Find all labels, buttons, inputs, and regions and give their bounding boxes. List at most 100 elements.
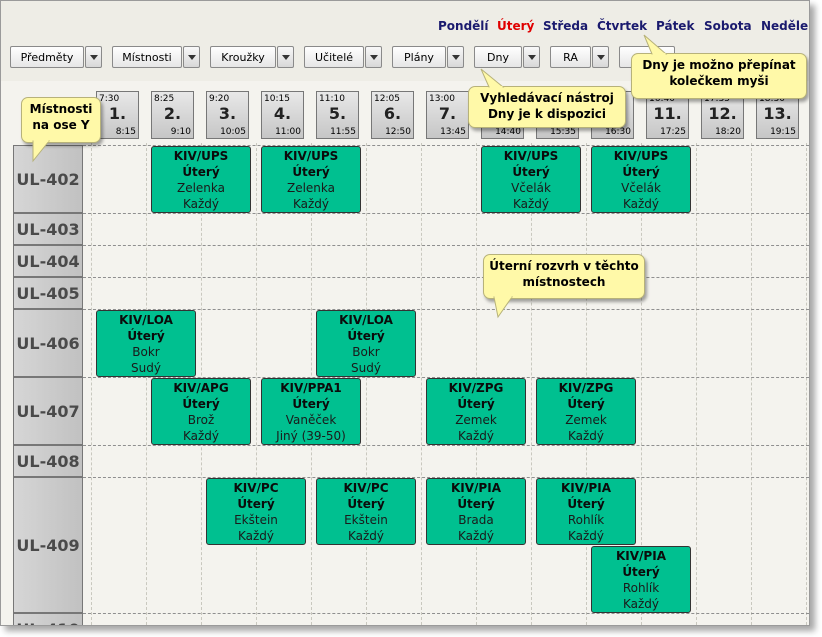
dropdown-ra-label: RA [563, 50, 578, 64]
day-thursday[interactable]: Čtvrtek [597, 19, 648, 33]
dropdown-plany-label: Plány [404, 50, 434, 64]
tooltip-rooms-axis-text: Místnosti na ose Y [29, 102, 93, 132]
event-teacher: Zemek [565, 413, 607, 427]
dropdown-dny-button[interactable]: Dny [474, 46, 522, 68]
room-header[interactable]: UL-405 [13, 277, 83, 309]
event-code: KIV/ZPG [448, 381, 504, 395]
grid-column-line [256, 143, 257, 625]
grid-column-line [366, 143, 367, 625]
grid-column-line [91, 143, 92, 625]
dropdown-predmety-button[interactable]: Předměty [10, 46, 84, 68]
grid-row-line [83, 309, 809, 310]
day-sunday[interactable]: Neděle [761, 19, 809, 33]
event-day: Úterý [567, 497, 605, 511]
room-header[interactable]: UL-403 [13, 213, 83, 245]
room-name: UL-402 [16, 169, 80, 189]
chevron-down-icon[interactable] [523, 46, 540, 68]
grid-column-line [146, 143, 147, 625]
hour-end-time: 10:05 [220, 127, 246, 137]
day-tuesday[interactable]: Úterý [497, 19, 535, 33]
day-friday[interactable]: Pátek [656, 19, 695, 33]
dropdown-mistnosti-button[interactable]: Místnosti [112, 46, 182, 68]
room-header[interactable]: UL-407 [13, 377, 83, 445]
event-code: KIV/UPS [283, 149, 339, 163]
room-header[interactable]: UL-406 [13, 309, 83, 377]
dropdown-ucitele[interactable]: Učitelé [304, 46, 382, 68]
room-name: UL-403 [16, 219, 80, 239]
grid-column-line [806, 143, 807, 625]
event-week: Každý [182, 197, 220, 211]
hour-end-time: 14:40 [495, 127, 521, 137]
event-day: Úterý [292, 397, 330, 411]
event-teacher: Ekštein [234, 513, 278, 527]
dropdown-mistnosti[interactable]: Místnosti [112, 46, 200, 68]
chevron-down-icon[interactable] [592, 46, 609, 68]
dropdown-predmety[interactable]: Předměty [10, 46, 102, 68]
event-teacher: Zelenka [286, 181, 336, 195]
chevron-down-icon[interactable] [183, 46, 200, 68]
day-wednesday[interactable]: Středa [543, 19, 589, 33]
room-header[interactable]: UL-409 [13, 477, 83, 613]
event-teacher: Vaněček [285, 413, 337, 427]
event-week: Každý [457, 429, 495, 443]
room-name: UL-408 [16, 451, 80, 471]
chevron-down-icon[interactable] [85, 46, 102, 68]
grid-row-line [83, 613, 809, 614]
dropdown-krouzky[interactable]: Kroužky [210, 46, 294, 68]
dropdown-ucitele-button[interactable]: Učitelé [304, 46, 364, 68]
dropdown-plany-button[interactable]: Plány [392, 46, 446, 68]
dropdown-krouzky-button[interactable]: Kroužky [210, 46, 276, 68]
event-week: Každý [567, 529, 605, 543]
hour-start-time: 13:00 [429, 94, 455, 104]
room-name: UL-409 [16, 535, 80, 555]
dropdown-ra[interactable]: RA [550, 46, 609, 68]
day-monday[interactable]: Pondělí [438, 19, 489, 33]
dropdown-plany[interactable]: Plány [392, 46, 464, 68]
chevron-down-icon[interactable] [277, 46, 294, 68]
event-code: KIV/UPS [173, 149, 229, 163]
chevron-down-icon[interactable] [365, 46, 382, 68]
tooltip-wheel-hint-text: Dny je možno přepínat kolečkem myši [642, 58, 796, 88]
event-week: Sudý [351, 361, 381, 375]
day-saturday[interactable]: Sobota [704, 19, 752, 33]
room-header[interactable]: UL-404 [13, 245, 83, 277]
dropdown-dny[interactable]: Dny [474, 46, 540, 68]
hour-start-time: 16:40 [649, 94, 675, 104]
room-header[interactable]: UL-410 [13, 613, 83, 625]
event-day: Úterý [127, 329, 165, 343]
room-header[interactable]: UL-408 [13, 445, 83, 477]
hour-number: 11. [653, 104, 682, 123]
event-week: Každý [512, 197, 550, 211]
event-week: Každý [237, 529, 275, 543]
hour-end-time: 16:30 [605, 127, 631, 137]
chevron-down-icon[interactable] [447, 46, 464, 68]
room-header[interactable]: UL-402 [13, 145, 83, 213]
dropdown-ra-button[interactable]: RA [550, 46, 591, 68]
hour-end-time: 9:10 [170, 127, 191, 137]
